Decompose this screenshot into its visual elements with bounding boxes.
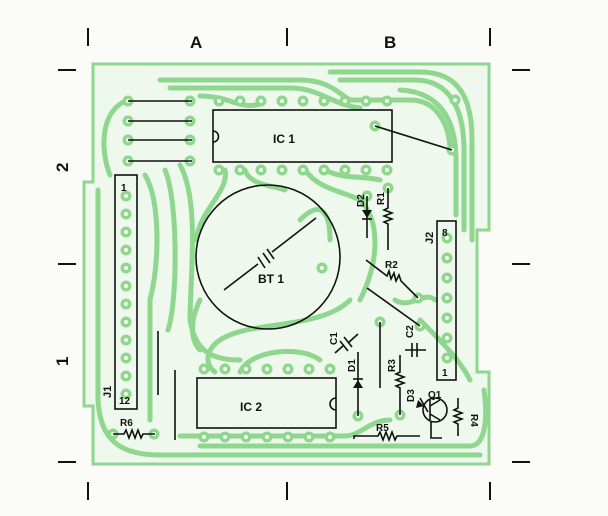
- connector-j1: 1 12 J1: [102, 174, 138, 410]
- diode-d2: D2: [356, 194, 372, 238]
- pad-hole: [124, 266, 128, 270]
- grid-ticks: [58, 28, 530, 500]
- r5-label: R5: [376, 423, 389, 434]
- jumper-wire: [366, 287, 421, 327]
- pad-hole: [217, 99, 221, 103]
- pad-hole: [320, 266, 324, 270]
- pad-hole: [280, 168, 284, 172]
- j2-pin-first: 8: [442, 228, 448, 239]
- pad-hole: [445, 296, 449, 300]
- ic2: IC 2: [196, 377, 337, 429]
- pad-hole: [244, 435, 248, 439]
- pad-hole: [124, 338, 128, 342]
- pad-hole: [286, 435, 290, 439]
- transistor-q1: Q1: [422, 390, 448, 439]
- pad-hole: [124, 248, 128, 252]
- resistor-r6: R6: [113, 418, 155, 441]
- diode-d1: D1: [347, 352, 363, 416]
- pad-hole: [322, 99, 326, 103]
- pad-hole: [265, 367, 269, 371]
- c1-label: C1: [329, 332, 340, 345]
- pad-hole: [328, 435, 332, 439]
- d2-label: D2: [356, 194, 367, 207]
- bt1-label: BT 1: [258, 272, 284, 286]
- pad-hole: [124, 284, 128, 288]
- j2-pin-last: 1: [442, 368, 448, 379]
- r4-label: R4: [468, 414, 479, 427]
- row-label-1: 1: [53, 357, 72, 366]
- solder-pads: [107, 94, 461, 443]
- r1-label: R1: [376, 192, 387, 205]
- r6-label: R6: [120, 418, 133, 429]
- j1-pin-first: 1: [121, 183, 127, 194]
- d3-label: D3: [406, 389, 417, 402]
- pad-hole: [445, 236, 449, 240]
- j1-pin-last: 12: [119, 396, 131, 407]
- pad-hole: [364, 99, 368, 103]
- pad-hole: [259, 168, 263, 172]
- pad-hole: [124, 320, 128, 324]
- pad-hole: [202, 367, 206, 371]
- pad-hole: [244, 367, 248, 371]
- pad-hole: [322, 168, 326, 172]
- pad-hole: [445, 336, 449, 340]
- pad-hole: [453, 98, 457, 102]
- pad-hole: [301, 168, 305, 172]
- resistor-r4: R4: [451, 398, 479, 436]
- pad-hole: [124, 194, 128, 198]
- ic2-label: IC 2: [240, 400, 262, 414]
- j1-label: J1: [102, 386, 114, 398]
- row-label-2: 2: [53, 163, 72, 172]
- pad-hole: [124, 392, 128, 396]
- pad-hole: [328, 367, 332, 371]
- ic1-label: IC 1: [273, 132, 295, 146]
- pad-hole: [259, 99, 263, 103]
- connector-j2: 8 1 J2: [424, 220, 457, 381]
- pad-hole: [307, 367, 311, 371]
- jumper-wires: [128, 100, 453, 440]
- resistor-r1: R1: [376, 188, 395, 250]
- c2-label: C2: [405, 325, 416, 338]
- pad-hole: [286, 367, 290, 371]
- pad-hole: [124, 302, 128, 306]
- pad-hole: [265, 435, 269, 439]
- pad-hole: [280, 99, 284, 103]
- pad-hole: [307, 435, 311, 439]
- capacitor-c1: C1: [329, 332, 359, 354]
- pad-hole: [223, 367, 227, 371]
- pad-hole: [445, 356, 449, 360]
- pad-hole: [223, 435, 227, 439]
- pad-hole: [385, 168, 389, 172]
- ic1: IC 1: [212, 109, 393, 163]
- board-outline: [82, 62, 491, 466]
- pad-hole: [445, 256, 449, 260]
- resistor-r3: R3: [387, 355, 407, 415]
- pad-hole: [124, 374, 128, 378]
- r3-label: R3: [387, 359, 398, 372]
- pad-hole: [445, 316, 449, 320]
- pad-hole: [445, 276, 449, 280]
- pad-hole: [238, 99, 242, 103]
- capacitor-c2: C2: [405, 325, 426, 357]
- j2-label: J2: [424, 232, 436, 244]
- column-label-b: B: [384, 33, 396, 52]
- q1-label: Q1: [428, 390, 442, 401]
- pad-hole: [301, 99, 305, 103]
- resistor-r5: R5: [353, 423, 420, 443]
- battery-bt1: BT 1: [195, 184, 341, 330]
- r2-label: R2: [385, 260, 398, 271]
- pad-hole: [238, 168, 242, 172]
- column-label-a: A: [190, 33, 202, 52]
- d1-label: D1: [347, 359, 358, 372]
- pad-hole: [385, 99, 389, 103]
- pad-hole: [202, 435, 206, 439]
- pad-hole: [343, 168, 347, 172]
- pad-hole: [343, 99, 347, 103]
- resistor-r2: R2: [365, 259, 419, 299]
- pad-hole: [124, 356, 128, 360]
- pad-hole: [124, 230, 128, 234]
- pad-hole: [364, 168, 368, 172]
- pad-hole: [124, 212, 128, 216]
- pad-hole: [217, 168, 221, 172]
